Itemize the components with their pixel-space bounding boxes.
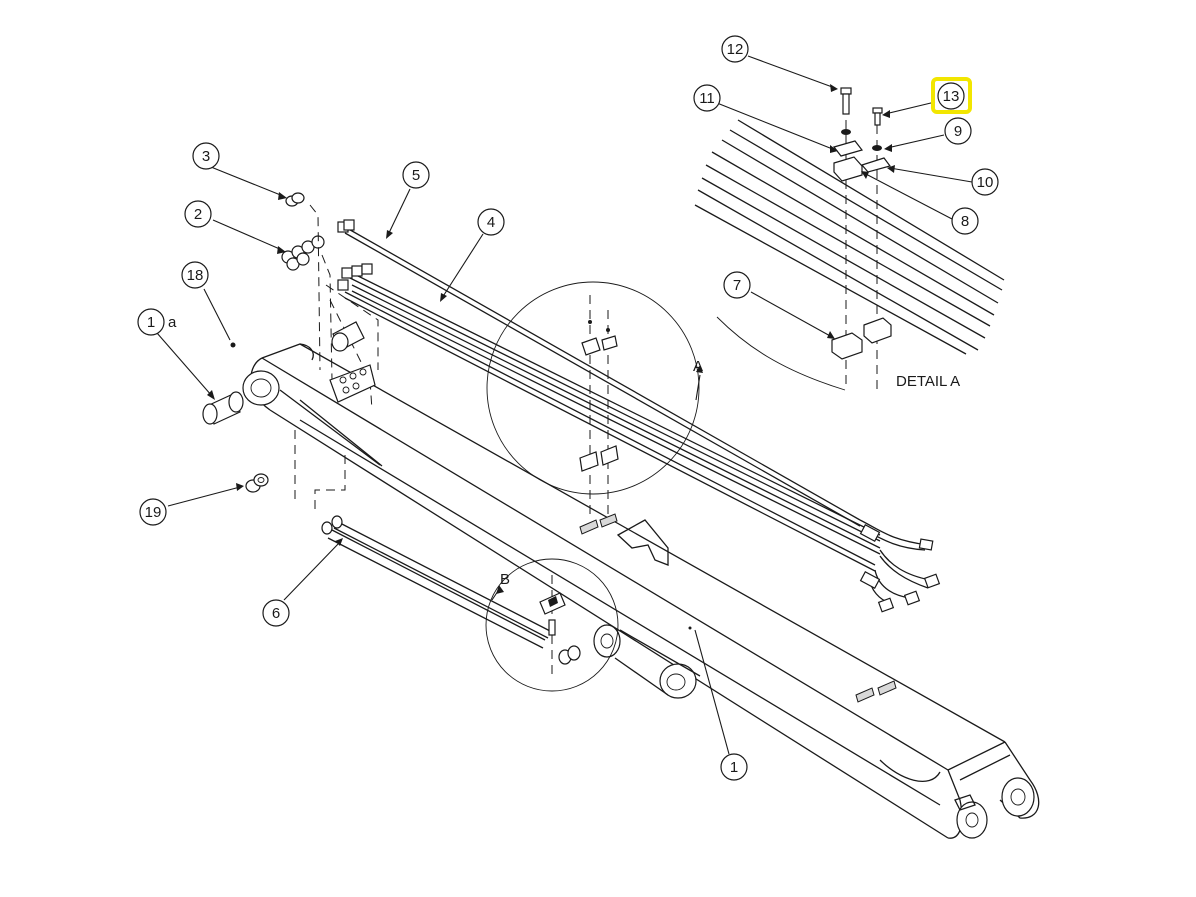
balloon-10: 10: [971, 168, 999, 196]
detail-a-callout: [486, 281, 703, 520]
svg-text:11: 11: [699, 90, 715, 107]
balloon-9: 9: [944, 117, 972, 145]
svg-text:1: 1: [730, 759, 738, 776]
svg-text:18: 18: [187, 267, 204, 284]
svg-text:a: a: [168, 314, 177, 331]
fittings-group: [281, 192, 379, 411]
svg-text:9: 9: [954, 123, 962, 140]
bushing-1a: [202, 391, 244, 425]
detail-a-title: DETAIL A: [896, 373, 960, 390]
balloon-5: 5: [402, 161, 430, 189]
boom-arm: [242, 343, 1040, 839]
balloon-1a: 1 a: [137, 308, 177, 336]
svg-text:7: 7: [733, 277, 741, 294]
detail-b-marker: B: [500, 571, 510, 588]
detail-a-marker: A: [693, 358, 703, 375]
hose-6: [294, 430, 581, 665]
detail-a-view: [694, 87, 1005, 391]
balloon-18: 18: [181, 261, 209, 289]
svg-text:13: 13: [943, 88, 960, 105]
hose-bundle: [337, 219, 941, 613]
svg-text:2: 2: [194, 206, 202, 223]
balloon-6: 6: [262, 599, 290, 627]
balloon-3: 3: [192, 142, 220, 170]
svg-text:4: 4: [487, 214, 495, 231]
svg-text:6: 6: [272, 605, 280, 622]
balloon-1: 1: [720, 753, 748, 781]
svg-text:8: 8: [961, 213, 969, 230]
balloon-12: 12: [721, 35, 749, 63]
balloon-8: 8: [951, 207, 979, 235]
detail-b-callout: [485, 558, 619, 692]
balloon-19: 19: [139, 498, 167, 526]
balloon-11: 11: [693, 84, 721, 112]
svg-text:10: 10: [977, 174, 994, 191]
balloon-7: 7: [723, 271, 751, 299]
balloon-4: 4: [477, 208, 505, 236]
svg-text:12: 12: [727, 41, 744, 58]
svg-text:5: 5: [412, 167, 420, 184]
svg-text:19: 19: [145, 504, 162, 521]
svg-text:3: 3: [202, 148, 210, 165]
balloon-2: 2: [184, 200, 212, 228]
svg-text:1: 1: [147, 314, 155, 331]
balloon-13: 13: [931, 77, 972, 114]
leader-lines: [156, 55, 973, 755]
washer-19: [245, 473, 269, 493]
